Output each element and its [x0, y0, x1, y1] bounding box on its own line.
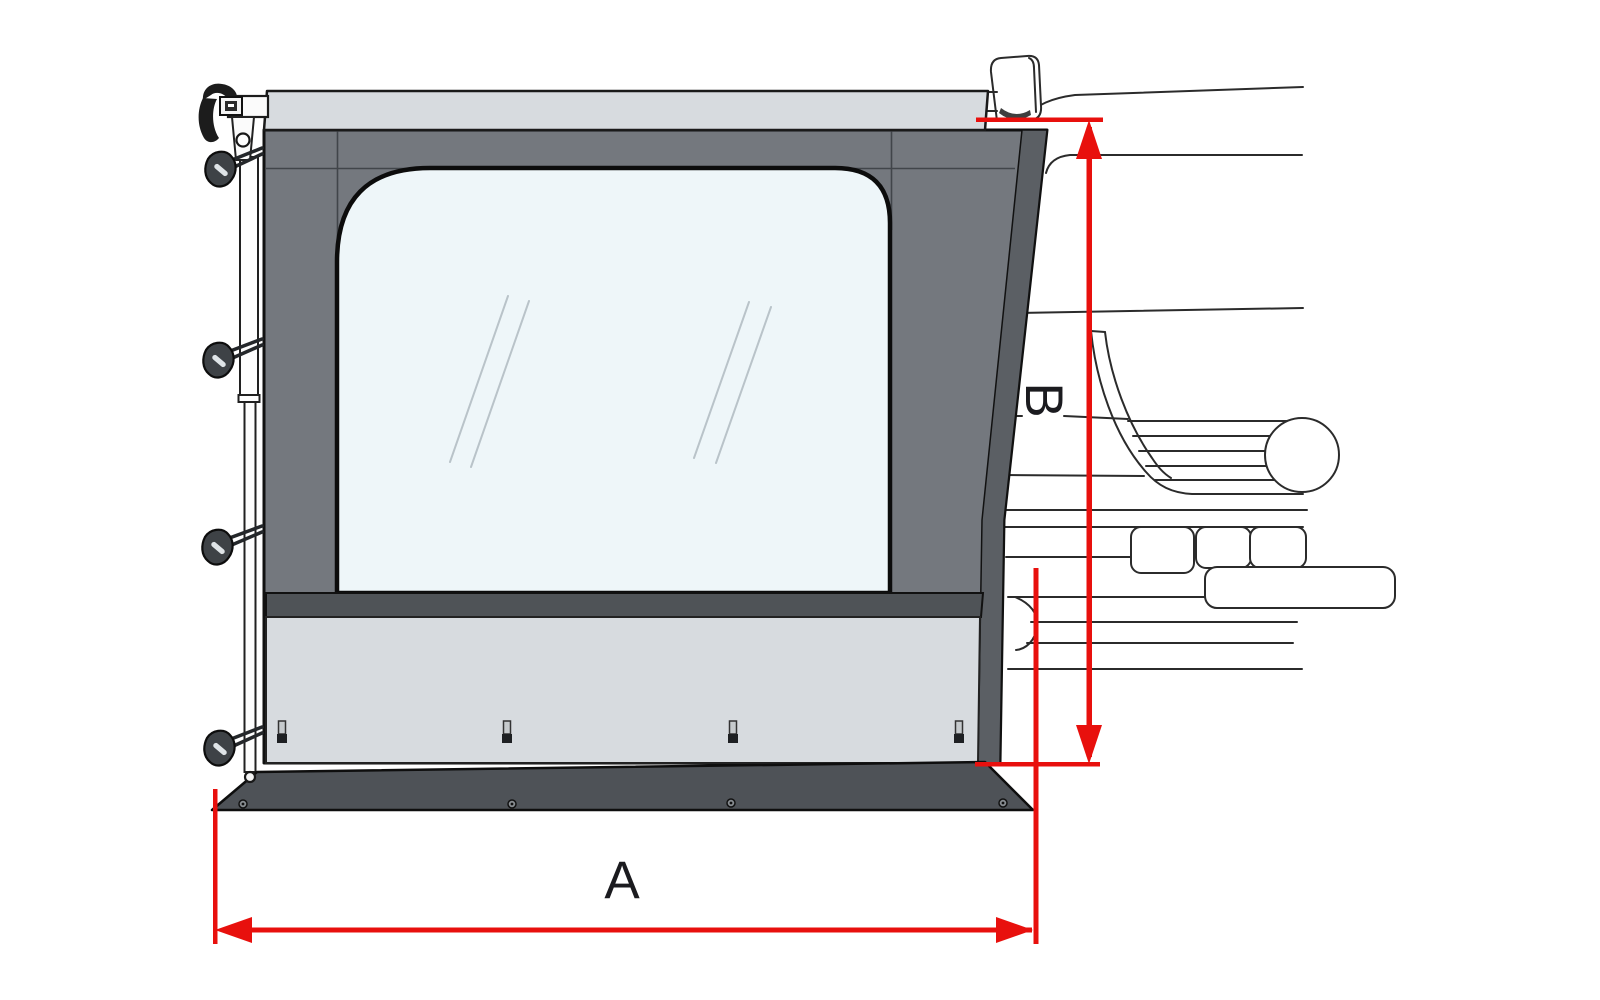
dimension-b-tick-top: [976, 117, 1103, 122]
vehicle-grille-slot-2: [1195, 526, 1252, 569]
bracket-knob-slot: [228, 104, 234, 107]
hook-slot: [214, 163, 228, 177]
panel-bottom-rail: [265, 592, 985, 618]
flap-rivet: [998, 798, 1008, 808]
fastener-peg: [954, 720, 964, 743]
dimension-a-extension-line: [1033, 568, 1039, 944]
tension-hooks: [201, 146, 264, 767]
fastener-pegs: [277, 720, 964, 743]
pole-foot-grommet: [243, 770, 257, 784]
panel-top-band: [262, 89, 990, 132]
vehicle-mirror-inner-line: [1028, 57, 1037, 113]
dimension-a-arrow-right: [996, 917, 1033, 943]
panel-bottom-flap: [210, 760, 1035, 812]
tension-hook: [204, 146, 264, 188]
bracket-claw-top: [202, 83, 237, 100]
dimension-b-arrow-up: [1076, 120, 1102, 159]
flap-rivets: [238, 798, 1008, 809]
hook-slot: [211, 541, 225, 555]
pole-lower-tube: [243, 401, 257, 773]
dimension-label-b: B: [1014, 382, 1073, 417]
flap-rivet: [726, 798, 736, 808]
vehicle-pillar-cap-line: [1090, 330, 1106, 333]
vehicle-fender-line-lower: [1004, 474, 1145, 477]
panel-lower-band: [265, 616, 982, 764]
tension-hook: [203, 725, 264, 767]
fastener-peg: [728, 720, 738, 743]
flap-rivet: [238, 799, 248, 809]
pole-upper-tube: [239, 156, 259, 400]
dimension-b-line: [1086, 127, 1092, 757]
vehicle-hood-line: [1045, 154, 1303, 174]
vehicle-grille-slot-1: [1130, 526, 1195, 574]
tension-hook: [201, 524, 264, 566]
dimension-graphics: [213, 117, 1103, 944]
window-reflections: [449, 295, 772, 468]
side-panel: [262, 89, 1049, 765]
dimension-label-a: A: [604, 851, 640, 910]
dimension-a-line: [222, 927, 1032, 933]
vehicle-body-side-line: [1017, 307, 1304, 314]
telescopic-pole: [237, 156, 261, 773]
vehicle-outline: [985, 54, 1396, 670]
hook-slot: [212, 354, 226, 368]
vehicle-mirror-base: [999, 108, 1031, 120]
tension-hook: [202, 337, 264, 379]
bracket-plate-hole: [235, 132, 251, 148]
flap-rivet: [507, 799, 517, 809]
dimension-a-arrow-left: [215, 917, 252, 943]
dimension-a-tick-left: [213, 789, 218, 944]
vehicle-roof-line: [1020, 86, 1304, 120]
bracket-claw-side: [198, 98, 219, 143]
panel-bottom-flap-group: [210, 760, 1035, 812]
panel-window: [334, 165, 893, 596]
fastener-peg: [277, 720, 287, 743]
vehicle-mirror-icon: [989, 54, 1043, 123]
vehicle-grille-slot-3: [1249, 526, 1307, 569]
hook-slot: [213, 742, 227, 756]
vehicle-grille-lines: [1127, 420, 1301, 481]
vehicle-pillar-outer-curve: [1090, 330, 1304, 495]
vehicle-pillar-inner-curve: [1104, 331, 1172, 479]
dimension-b-arrow-down: [1076, 725, 1102, 764]
vehicle-headlight-circle: [1264, 417, 1340, 493]
fastener-peg: [502, 720, 512, 743]
vehicle-bumper-panel: [1204, 566, 1396, 609]
pole-ferrule: [237, 394, 261, 403]
